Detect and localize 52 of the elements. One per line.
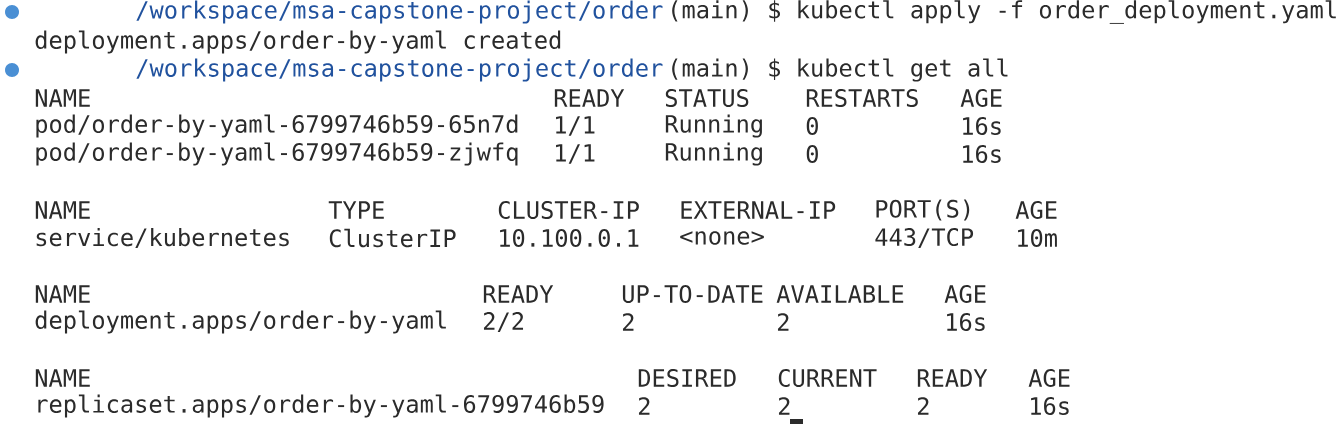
column-header: AGE: [1015, 201, 1057, 219]
command-text: (main) $ kubectl apply -f order_deployment.yaml: [672, 0, 1336, 24]
table-cell: Running: [665, 142, 762, 166]
table-cell: replicaset.apps/order-by-yaml-6799746b59: [38, 394, 604, 418]
table-cell: 1/1: [556, 144, 595, 164]
table-cell: 16s: [963, 145, 1001, 163]
table-cell: 10.100.0.1: [500, 229, 639, 247]
table-cell: service/kubernetes: [36, 227, 289, 249]
table-cell: deployment.apps/order-by-yaml: [35, 310, 446, 334]
column-header: NAME: [35, 89, 90, 107]
table-cell: ClusterIP: [329, 228, 456, 248]
column-header: NAME: [35, 369, 90, 387]
table-cell: 0: [806, 117, 818, 135]
table-cell: 0: [806, 145, 818, 163]
table-cell: 443/TCP: [875, 228, 974, 248]
column-header: STATUS: [665, 89, 749, 107]
table-cell: 16s: [947, 313, 985, 331]
column-header: READY: [917, 369, 988, 387]
table-cell: 2: [779, 397, 790, 415]
column-header: RESTARTS: [806, 89, 918, 107]
column-header: AGE: [944, 285, 986, 303]
table-cell: <none>: [680, 231, 764, 245]
column-header: AGE: [960, 89, 1002, 107]
table-cell: 2/2: [484, 312, 523, 332]
column-header: READY: [483, 285, 554, 303]
table-cell: 16s: [1031, 397, 1069, 415]
column-header: NAME: [35, 285, 90, 303]
column-header: READY: [554, 89, 625, 107]
column-header: TYPE: [328, 201, 384, 219]
table-cell: pod/order-by-yaml-6799746b59-65n7d: [36, 114, 518, 138]
column-header: DESIRED: [638, 369, 736, 387]
table-cell: 10m: [1018, 229, 1057, 247]
table-cell: 2: [639, 397, 650, 415]
column-header: UP-TO-DATE: [622, 285, 763, 303]
column-header: NAME: [35, 201, 90, 219]
table-cell: 1/1: [556, 116, 595, 136]
column-header: CURRENT: [778, 369, 877, 387]
table-cell: pod/order-by-yaml-6799746b59-zjwfq: [36, 142, 518, 166]
column-header: CLUSTER-IP: [498, 201, 639, 219]
column-header: AVAILABLE: [776, 285, 904, 303]
table-cell: Running: [665, 114, 762, 138]
column-header: PORT(S): [876, 199, 970, 221]
column-header: AGE: [1028, 369, 1070, 387]
command-text: (main) $ kubectl get all: [672, 58, 1008, 82]
table-cell: 2: [623, 313, 634, 331]
output-text: deployment.apps/order-by-yaml created: [35, 30, 561, 54]
table-cell: 2: [918, 397, 929, 415]
column-header: EXTERNAL-IP: [681, 201, 836, 219]
prompt-path: /workspace/msa-capstone-project/order: [136, 58, 663, 82]
table-cell: 16s: [963, 117, 1001, 135]
table-cell: 2: [778, 313, 789, 331]
prompt-path: /workspace/msa-capstone-project/order: [136, 0, 663, 24]
